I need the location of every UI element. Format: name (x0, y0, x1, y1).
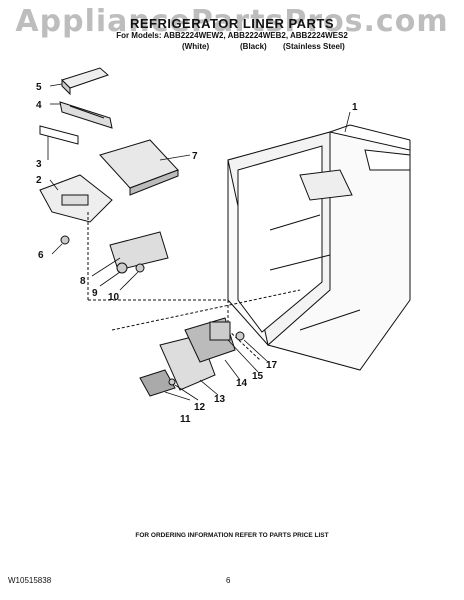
variant-white: (White) (182, 42, 210, 51)
part-7 (99, 139, 179, 196)
part-8 (109, 231, 169, 271)
callout-15: 15 (252, 371, 264, 382)
part-2 (39, 174, 113, 223)
callout-8: 8 (80, 276, 86, 287)
document-id: W10515838 (8, 576, 52, 585)
part-9 (116, 262, 128, 274)
variant-black: (Black) (240, 42, 267, 51)
callout-4: 4 (36, 100, 42, 111)
callout-3: 3 (36, 159, 42, 170)
callout-6: 6 (38, 250, 44, 261)
callout-13: 13 (214, 394, 226, 405)
callout-10: 10 (108, 292, 120, 303)
callout-14: 14 (236, 378, 248, 389)
model-list: For Models: ABB2224WEW2, ABB2224WEB2, AB… (116, 31, 348, 40)
callout-12: 12 (194, 402, 206, 413)
part-15 (209, 321, 231, 341)
callout-7: 7 (192, 151, 198, 162)
callout-5: 5 (36, 82, 42, 93)
callout-17: 17 (266, 360, 278, 371)
part-12 (168, 378, 176, 386)
ordering-note: FOR ORDERING INFORMATION REFER TO PARTS … (135, 532, 329, 539)
page-number: 6 (226, 576, 231, 585)
callout-1: 1 (352, 102, 358, 113)
callout-9: 9 (92, 288, 98, 299)
callout-11: 11 (180, 414, 191, 425)
page-title: REFRIGERATOR LINER PARTS (129, 16, 335, 31)
watermark: AppliancePartsPros.com (15, 4, 449, 39)
liner-part-1 (227, 124, 411, 371)
part-11 (139, 369, 176, 397)
part-17 (235, 331, 245, 341)
part-10 (135, 263, 145, 273)
variant-stainless: (Stainless Steel) (283, 42, 345, 51)
part-4 (59, 101, 113, 129)
callout-2: 2 (36, 175, 42, 186)
screw-part-6 (60, 235, 70, 245)
part-5 (61, 67, 109, 96)
part-3 (39, 125, 79, 145)
